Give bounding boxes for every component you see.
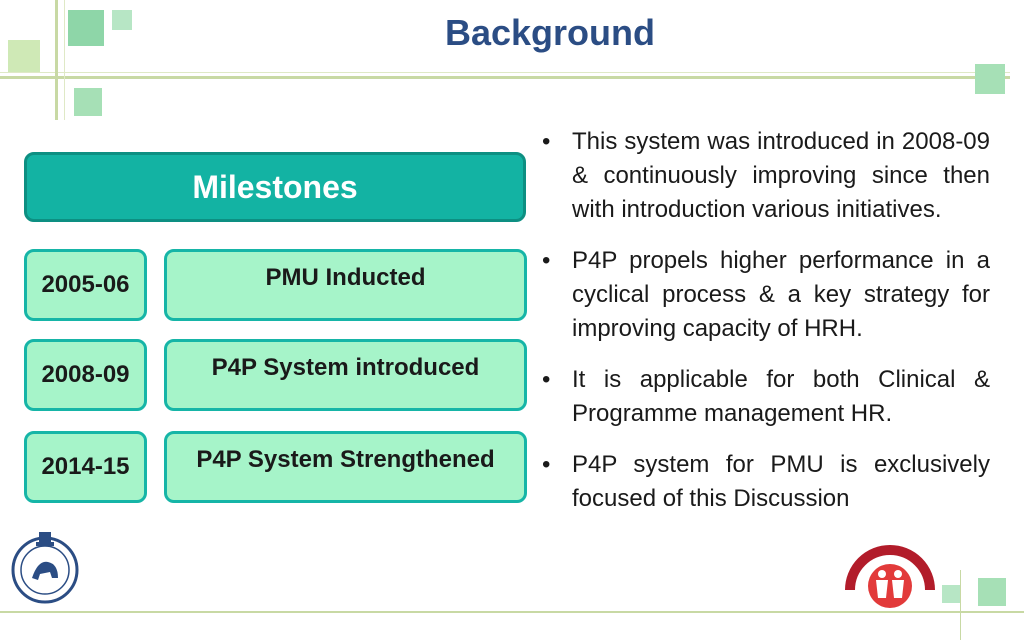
bullet-text: This system was introduced in 2008-09 & …	[572, 128, 990, 223]
milestone-event: P4P System introduced	[164, 339, 527, 411]
bullet-item: • P4P propels higher performance in a cy…	[540, 244, 990, 346]
slide-title: Background	[444, 12, 656, 53]
milestone-year: 2008-09	[24, 339, 147, 411]
bullet-item: • It is applicable for both Clinical & P…	[540, 363, 990, 431]
bullet-text: P4P propels higher performance in a cycl…	[572, 247, 990, 342]
bullet-dot-icon: •	[542, 366, 551, 393]
bullet-text: P4P system for PMU is exclusively focuse…	[572, 451, 990, 512]
bullet-dot-icon: •	[542, 247, 551, 274]
milestone-year: 2005-06	[24, 249, 147, 321]
bullet-dot-icon: •	[542, 451, 551, 478]
odisha-emblem-icon	[8, 528, 82, 608]
bullet-item: • P4P system for PMU is exclusively focu…	[540, 448, 990, 516]
bullet-text: It is applicable for both Clinical & Pro…	[572, 366, 990, 427]
milestone-event: P4P System Strengthened	[164, 431, 527, 503]
milestones-header: Milestones	[24, 152, 526, 222]
milestone-year: 2014-15	[24, 431, 147, 503]
bullet-item: • This system was introduced in 2008-09 …	[540, 125, 990, 227]
milestone-event: PMU Inducted	[164, 249, 527, 321]
bullet-dot-icon: •	[542, 128, 551, 155]
bullet-list: • This system was introduced in 2008-09 …	[540, 125, 990, 533]
nhm-logo-icon	[842, 542, 938, 612]
